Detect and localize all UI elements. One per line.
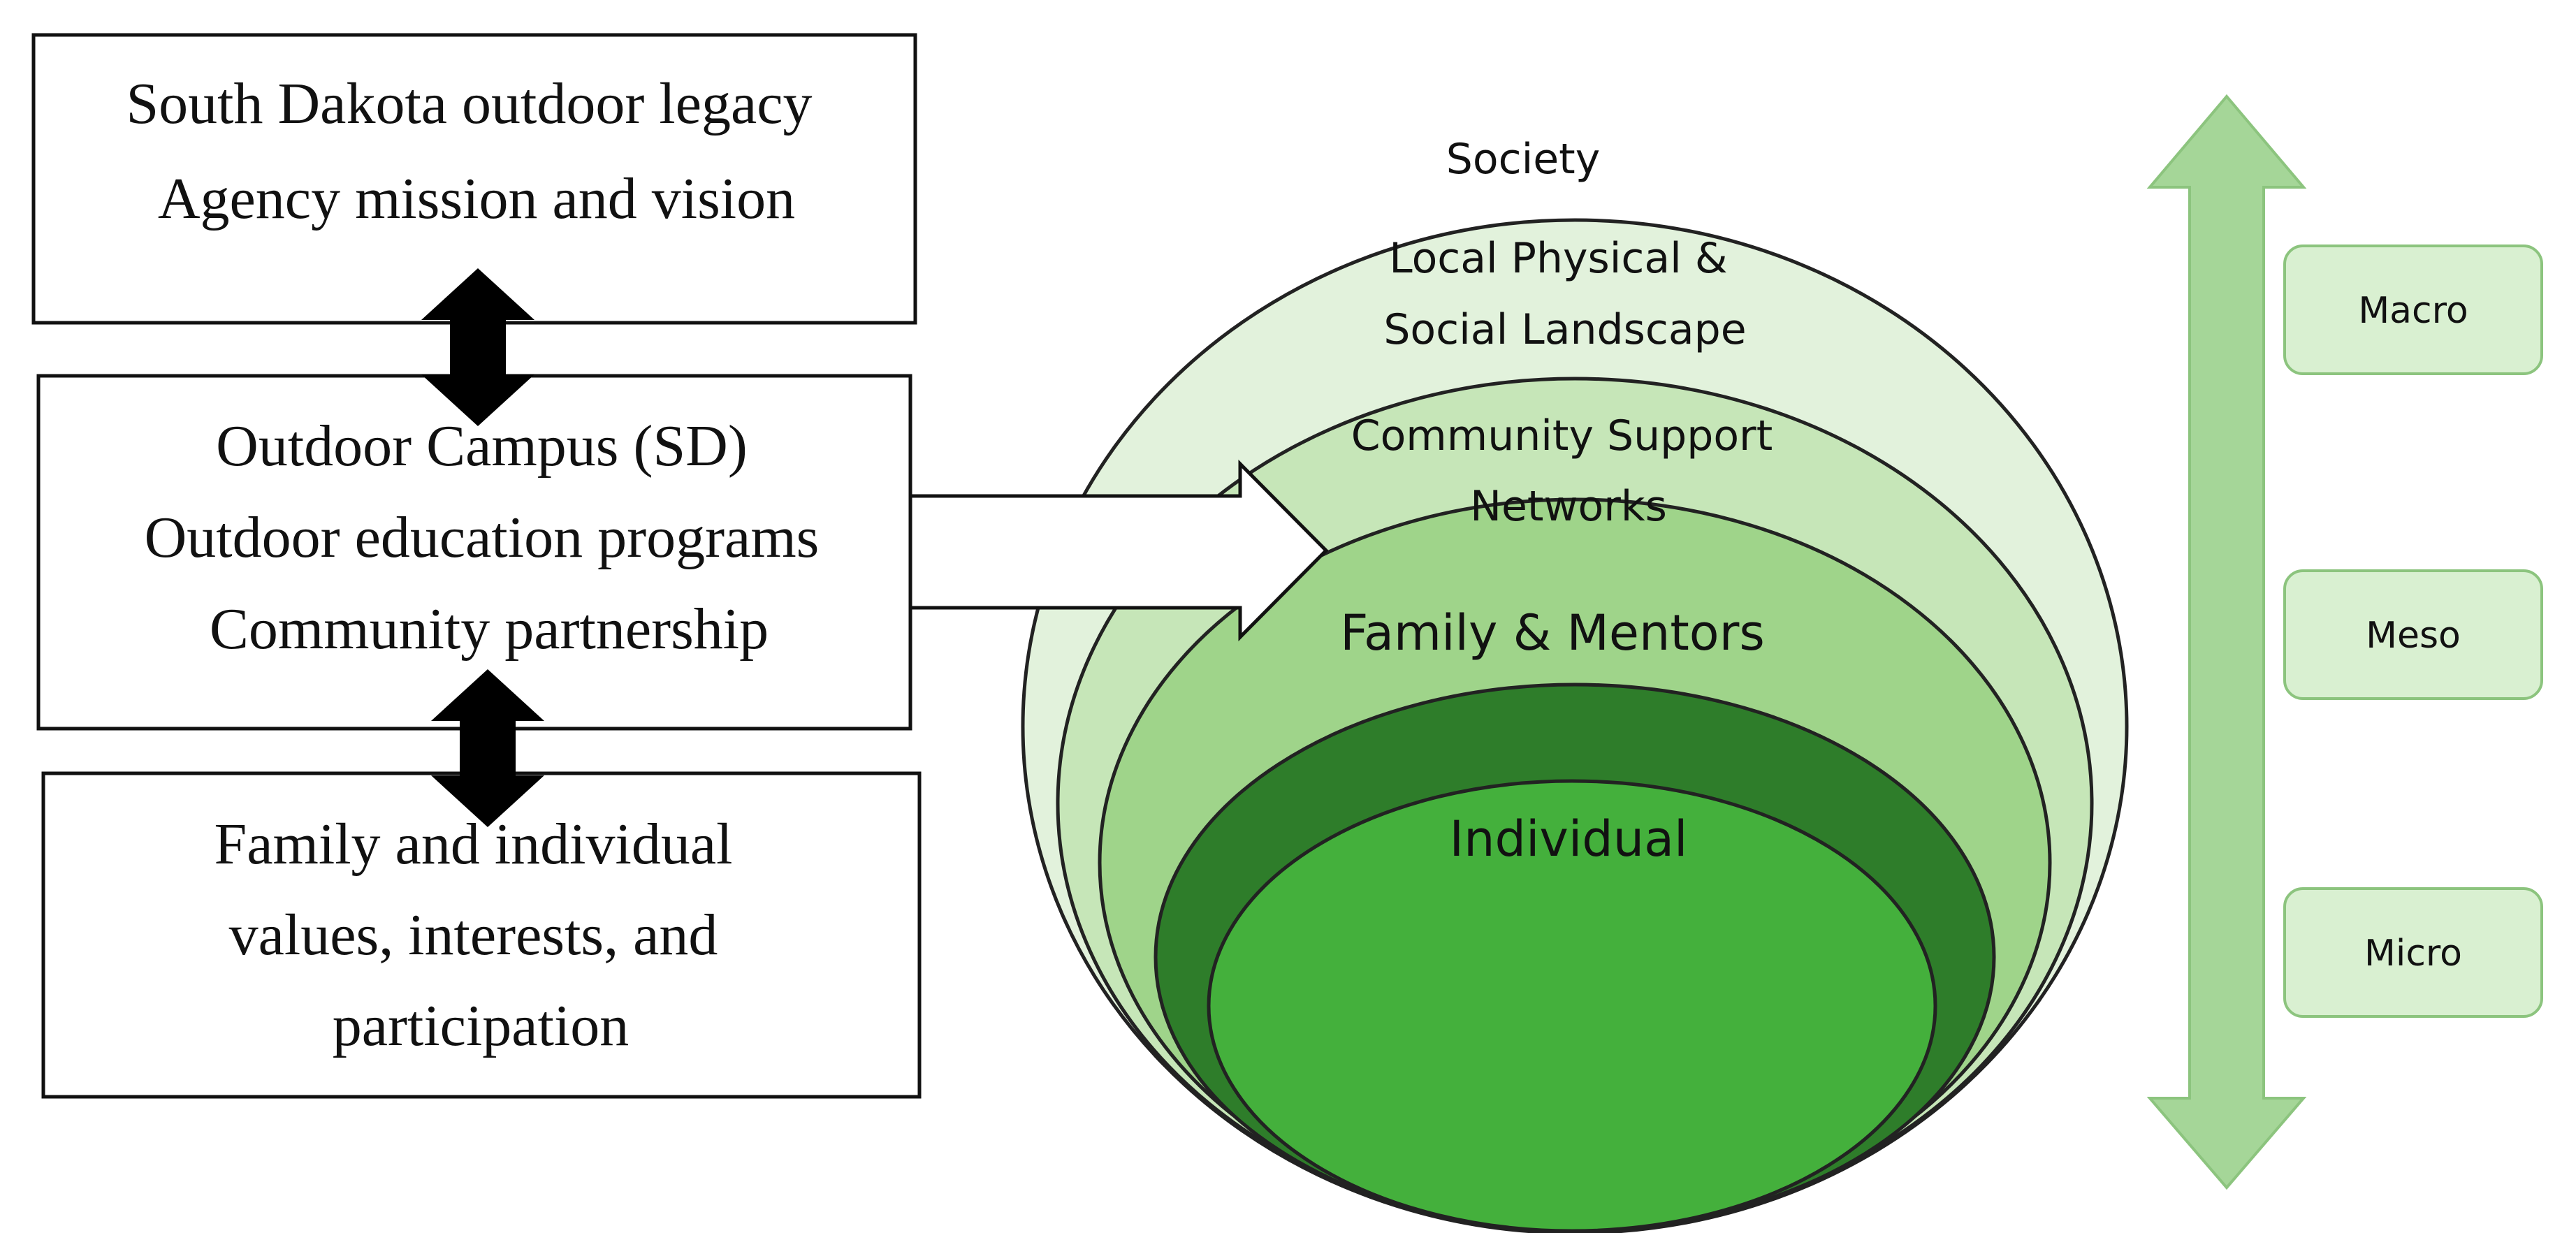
svg-text:Community Support Networ: Community Support Networks: [1351, 411, 1787, 531]
svg-text:Local Physical & Social: Local Physical & Social Landscape: [1383, 234, 1746, 354]
svg-text:Outdoor Campus (SD) Outd: Outdoor Campus (SD) Outdoor education pr…: [145, 414, 834, 662]
macro-box: [2283, 245, 2543, 375]
landscape-label-2: Social Landscape: [1383, 305, 1746, 354]
campus-line-1: Outdoor Campus (SD): [216, 414, 748, 479]
micro-box: [2283, 887, 2543, 1018]
meso-label: Meso: [2366, 615, 2461, 657]
society-label: Society: [1446, 135, 1600, 184]
landscape-label-1: Local Physical &: [1389, 234, 1728, 283]
ring-labels: Society Local Physical & Social Landscap…: [1340, 135, 1787, 868]
community-label-2: Networks: [1470, 482, 1667, 531]
family-line-1: Family and individual: [214, 812, 733, 877]
svg-text:South Dakota outdoor legacy: South Dakota outdoor legacy Agency missi…: [126, 71, 827, 231]
legacy-line-2: Agency mission and vision: [158, 166, 795, 231]
vertical-scale-arrow: [2146, 94, 2307, 1190]
community-label-1: Community Support: [1351, 411, 1773, 460]
nested-circles: [1021, 218, 2129, 1233]
individual-label: Individual: [1450, 810, 1688, 868]
campus-line-3: Community partnership: [210, 597, 769, 662]
double-arrow-top: [421, 268, 534, 426]
macro-label: Macro: [2358, 290, 2468, 332]
family-line-3: participation: [333, 993, 630, 1058]
micro-label: Micro: [2364, 933, 2462, 975]
campus-line-2: Outdoor education programs: [145, 505, 820, 570]
level-boxes: Macro Meso Micro: [2283, 245, 2543, 1018]
family-line-2: values, interests, and: [229, 903, 718, 968]
individual-ring: [1207, 779, 1937, 1233]
campus-box: [36, 374, 912, 731]
legacy-line-1: South Dakota outdoor legacy: [126, 71, 812, 136]
meso-box: [2283, 569, 2543, 700]
family-mentors-label: Family & Mentors: [1340, 604, 1765, 662]
left-flow: South Dakota outdoor legacy Agency missi…: [31, 33, 922, 1099]
double-arrow-bottom: [431, 669, 544, 827]
svg-text:Family and individual va: Family and individual values, interests,…: [214, 812, 748, 1058]
hollow-arrow-to-circles: [908, 459, 1329, 642]
